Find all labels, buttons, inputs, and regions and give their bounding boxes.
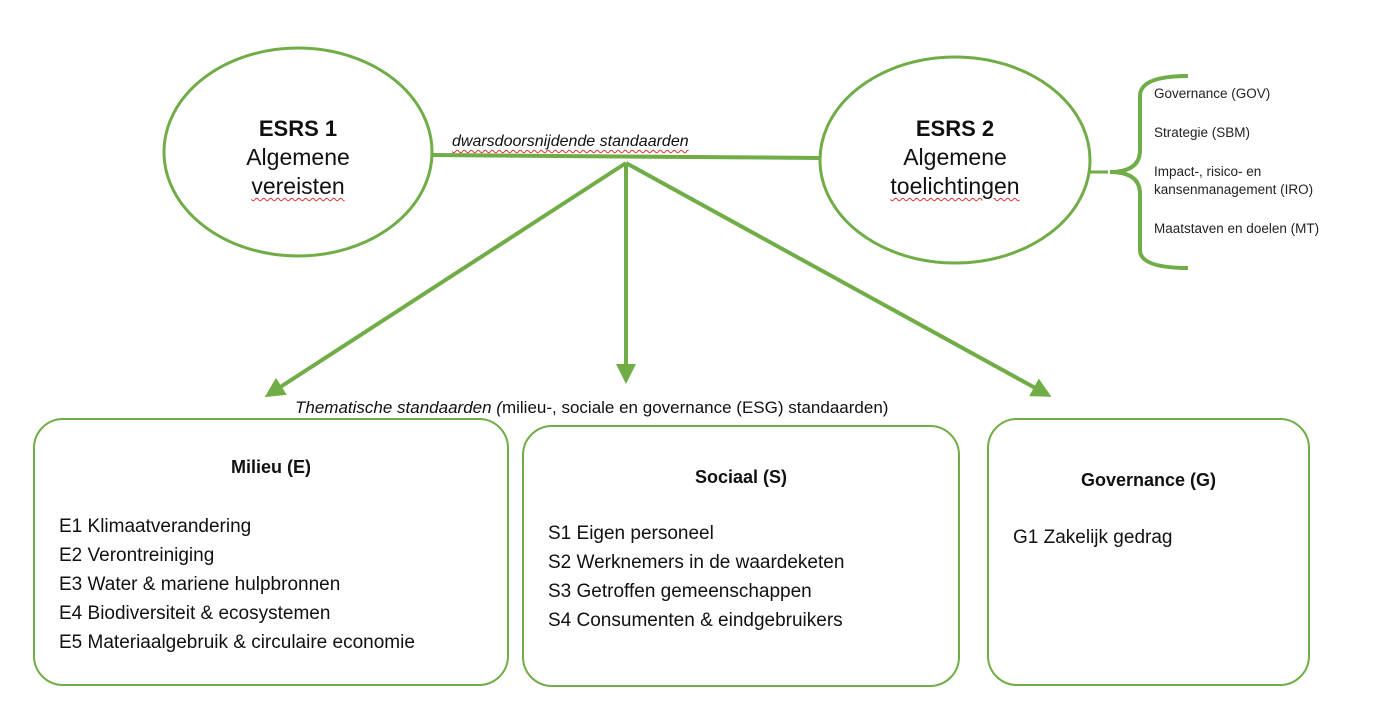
cross-cutting-line: [431, 153, 821, 160]
esrs2-title: ESRS 2: [915, 116, 995, 141]
governance-title: Governance (G): [1080, 470, 1217, 490]
milieu-item-e2: E2 Verontreiniging: [59, 545, 215, 566]
milieu-item-e4: E4 Biodiversiteit & ecosystemen: [59, 603, 331, 624]
esrs1-title: ESRS 1: [258, 116, 338, 141]
sociaal-title: Sociaal (S): [694, 467, 788, 487]
sociaal-item-s4: S4 Consumenten & eindgebruikers: [548, 610, 843, 631]
arrow-to-governance: [625, 161, 1052, 397]
esrs2-topics-brace: [1109, 74, 1189, 270]
esrs2-topic-mt: Maatstaven en doelen (MT): [1154, 221, 1320, 236]
cross-cutting-label: dwarsdoorsnijdende standaarden: [452, 133, 689, 151]
milieu-box: Milieu (E) E1 Klimaatverandering E2 Vero…: [33, 418, 509, 686]
thematic-label: Thematische standaarden (milieu-, social…: [295, 398, 888, 418]
governance-box: Governance (G) G1 Zakelijk gedrag: [987, 418, 1310, 686]
milieu-items: E1 Klimaatverandering E2 Verontreiniging…: [59, 512, 415, 657]
sociaal-item-s2: S2 Werknemers in de waardeketen: [548, 552, 845, 573]
milieu-item-e1: E1 Klimaatverandering: [59, 516, 252, 537]
esrs1-line1: Algemene: [246, 144, 350, 170]
esrs2-topic-sbm: Strategie (SBM): [1154, 125, 1251, 140]
sociaal-box: Sociaal (S) S1 Eigen personeel S2 Werkne…: [522, 425, 960, 687]
esrs2-circle: [818, 55, 1092, 265]
thematic-italic: Thematische standaarden (: [295, 398, 502, 417]
esrs1-label: ESRS 1 Algemene vereisten: [168, 115, 428, 201]
esrs2-label: ESRS 2 Algemene toelichtingen: [825, 115, 1085, 201]
governance-items: G1 Zakelijk gedrag: [1013, 523, 1172, 552]
milieu-item-e3: E3 Water & mariene hulpbronnen: [59, 574, 341, 595]
sociaal-item-s1: S1 Eigen personeel: [548, 523, 714, 544]
thematic-rest: milieu-, sociale en governance (ESG) sta…: [501, 398, 889, 417]
esrs2-topics-list: Governance (GOV) Strategie (SBM) Impact-…: [1154, 85, 1319, 238]
esrs1-circle: [162, 46, 434, 258]
esrs2-topic-iro-2: kansenmanagement (IRO): [1154, 182, 1314, 197]
sociaal-items: S1 Eigen personeel S2 Werknemers in de w…: [548, 519, 844, 635]
cross-cutting-text: dwarsdoorsnijdende standaarden: [452, 133, 689, 150]
esrs2-topic-gov: Governance (GOV): [1154, 86, 1271, 101]
esrs2-line2: toelichtingen: [890, 173, 1020, 199]
milieu-item-e5: E5 Materiaalgebruik & circulaire economi…: [59, 632, 415, 653]
milieu-title: Milieu (E): [231, 457, 311, 477]
arrow-to-milieu: [264, 161, 628, 398]
esrs2-line1: Algemene: [903, 144, 1007, 170]
esrs1-line2: vereisten: [251, 173, 345, 199]
esrs2-topic-iro-1: Impact-, risico- en: [1154, 164, 1262, 179]
governance-item-g1: G1 Zakelijk gedrag: [1013, 527, 1173, 548]
sociaal-item-s3: S3 Getroffen gemeenschappen: [548, 581, 812, 602]
